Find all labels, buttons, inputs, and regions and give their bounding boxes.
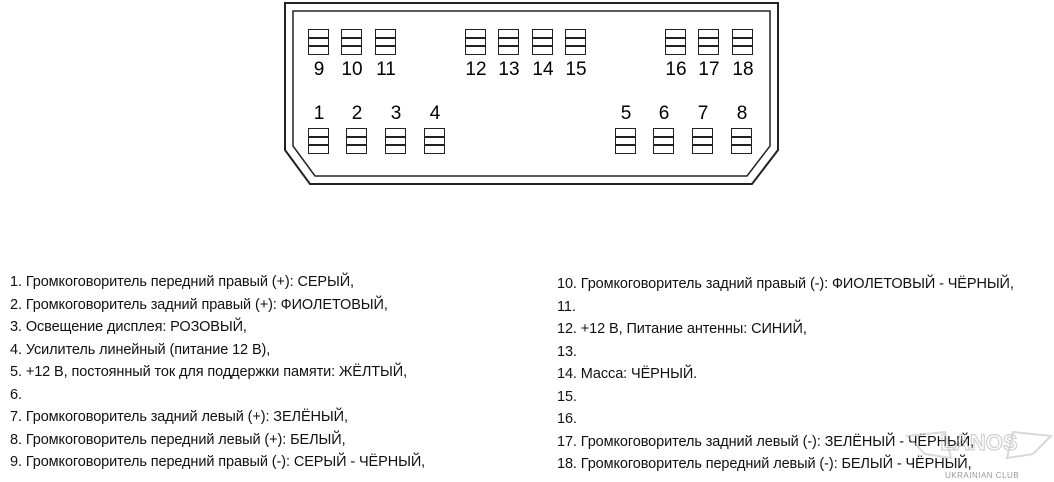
pin-number: 6 bbox=[658, 103, 670, 124]
lanos-club-logo: LANOS bbox=[905, 429, 1053, 460]
pin-number: 16 bbox=[665, 59, 687, 80]
connector-outline bbox=[284, 2, 779, 185]
pinout-line: 14. Масса: ЧЁРНЫЙ. bbox=[557, 366, 698, 382]
pin-number: 17 bbox=[698, 59, 720, 80]
pinout-line: 12. +12 В, Питание антенны: СИНИЙ, bbox=[557, 321, 807, 337]
pin-number: 2 bbox=[351, 103, 363, 124]
pin-socket bbox=[341, 29, 362, 55]
pin-number: 11 bbox=[376, 59, 396, 80]
pin-number: 12 bbox=[465, 59, 487, 80]
pin-socket bbox=[692, 128, 713, 154]
pin-socket bbox=[308, 128, 329, 154]
pinout-line: 10. Громкоговоритель задний правый (-): … bbox=[557, 276, 1014, 292]
pin-socket bbox=[615, 128, 636, 154]
watermark-subtitle: UKRAINIAN CLUB bbox=[945, 471, 1020, 480]
pin-socket bbox=[424, 128, 445, 154]
pin-number: 10 bbox=[341, 59, 363, 80]
pin-number: 5 bbox=[620, 103, 632, 124]
pinout-line: 18. Громкоговоритель передний левый (-):… bbox=[557, 456, 972, 472]
pin-number: 13 bbox=[498, 59, 520, 80]
pinout-line: 3. Освещение дисплея: РОЗОВЫЙ, bbox=[10, 319, 247, 335]
pinout-line: 17. Громкоговоритель задний левый (-): З… bbox=[557, 433, 974, 450]
pin-socket bbox=[465, 29, 486, 55]
pin-socket bbox=[308, 29, 329, 55]
pin-socket bbox=[346, 128, 367, 154]
pinout-line: 4. Усилитель линейный (питание 12 В), bbox=[10, 341, 271, 358]
pin-socket bbox=[665, 29, 686, 55]
pin-number: 4 bbox=[429, 103, 441, 124]
pin-socket bbox=[653, 128, 674, 154]
pin-socket bbox=[385, 128, 406, 154]
pin-socket bbox=[731, 128, 752, 154]
pinout-line: 13. bbox=[557, 343, 577, 360]
pinout-line: 15. bbox=[557, 388, 577, 405]
pin-number: 3 bbox=[390, 103, 402, 124]
pin-socket bbox=[698, 29, 719, 55]
pin-socket bbox=[565, 29, 586, 55]
pin-socket bbox=[532, 29, 553, 55]
pin-socket bbox=[732, 29, 753, 55]
pin-number: 15 bbox=[565, 59, 587, 80]
pin-number: 18 bbox=[732, 59, 754, 80]
pin-number: 14 bbox=[532, 59, 554, 80]
pin-number: 9 bbox=[313, 59, 325, 80]
pinout-line: 7. Громкоговоритель задний левый (+): ЗЕ… bbox=[10, 409, 348, 425]
pinout-line: 6. bbox=[10, 386, 22, 403]
pin-number: 1 bbox=[313, 103, 325, 124]
pinout-line: 16. bbox=[557, 411, 577, 427]
pinout-line: 5. +12 В, постоянный ток для поддержки п… bbox=[10, 364, 407, 380]
pin-number: 7 bbox=[697, 103, 709, 124]
pin-socket bbox=[375, 29, 396, 55]
pin-number: 8 bbox=[736, 103, 748, 124]
svg-text:LANOS: LANOS bbox=[941, 430, 1018, 455]
pinout-line: 8. Громкоговоритель передний левый (+): … bbox=[10, 431, 346, 448]
pin-socket bbox=[498, 29, 519, 55]
pinout-line: 11. bbox=[557, 298, 576, 315]
pinout-line: 2. Громкоговоритель задний правый (+): Ф… bbox=[10, 296, 388, 313]
pinout-line: 1. Громкоговоритель передний правый (+):… bbox=[10, 274, 354, 290]
pinout-line: 9. Громкоговоритель передний правый (-):… bbox=[10, 454, 426, 470]
